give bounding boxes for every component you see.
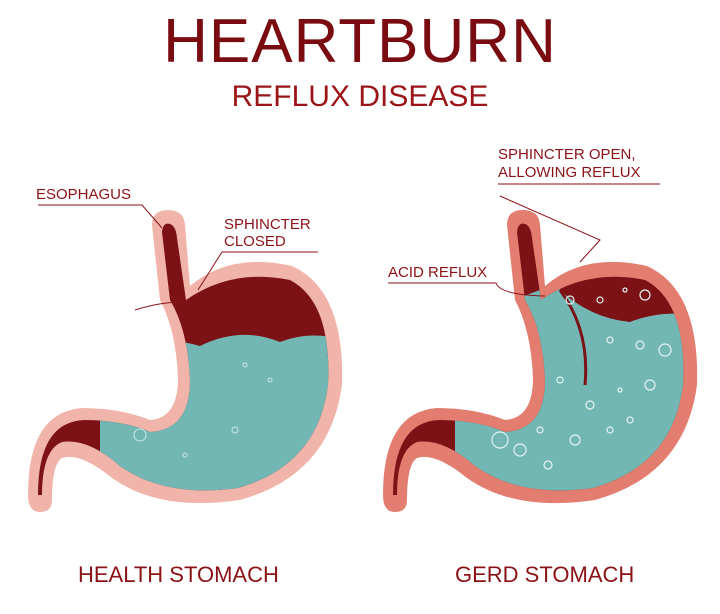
page-subtitle: REFLUX DISEASE	[231, 80, 489, 113]
label-acid-reflux: ACID REFLUX	[388, 264, 488, 281]
caption-healthy-stomach: HEALTH STOMACH	[78, 562, 279, 587]
label-esophagus: ESOPHAGUS	[36, 186, 132, 203]
label-sphincter-closed-line2: CLOSED	[224, 233, 286, 250]
caption-gerd-stomach: GERD STOMACH	[455, 562, 635, 587]
healthy-stomach	[28, 210, 343, 512]
label-sphincter-open-line1: SPHINCTER OPEN,	[498, 146, 636, 163]
page-title: HEARTBURN	[163, 7, 557, 76]
gerd-stomach	[383, 210, 698, 512]
label-sphincter-open-line2: ALLOWING REFLUX	[498, 164, 641, 181]
label-leaders	[38, 183, 660, 311]
label-sphincter-closed-line1: SPHINCTER	[224, 216, 311, 233]
